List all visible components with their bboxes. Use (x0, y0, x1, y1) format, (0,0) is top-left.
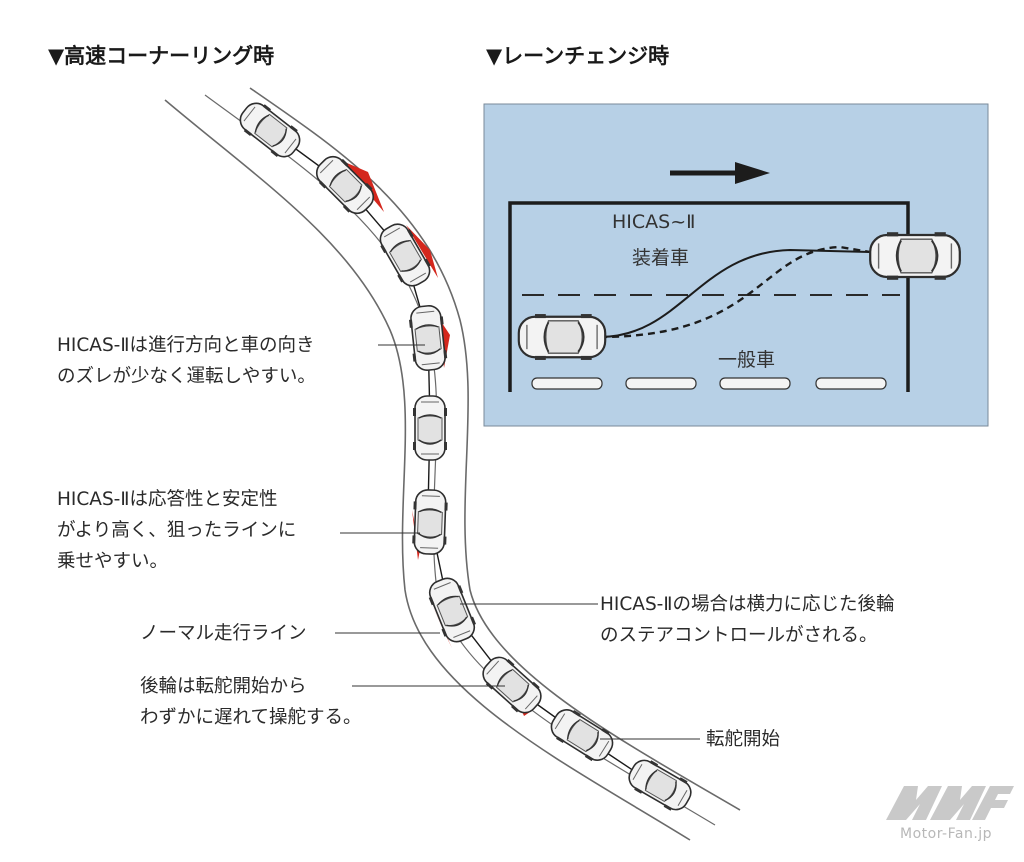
direction-arrow-head (735, 162, 770, 184)
annotation-hicas-case: HICAS-Ⅱの場合は横力に応じた後輪 のステアコントロールがされる。 (600, 589, 894, 651)
lane-road-border (508, 201, 910, 392)
car-icon (412, 395, 448, 461)
lane-marks (531, 377, 887, 390)
car-icon (411, 488, 449, 556)
heading-cornering: ▼高速コーナーリング時 (48, 44, 275, 68)
lane-label-hicas: HICAS~Ⅱ (612, 211, 696, 233)
heading-lane-change: ▼レーンチェンジ時 (486, 44, 670, 68)
road-edge-left (164, 99, 691, 841)
lane-mark (625, 377, 697, 390)
hicas-path (599, 248, 871, 338)
annotation-line: HICAS-Ⅱは進行方向と車の向き (57, 335, 315, 356)
annotation-line: がより高く、狙ったラインに (57, 520, 297, 541)
car-icon (423, 573, 481, 647)
annotation-direction: HICAS-Ⅱは進行方向と車の向き のズレが少なく運転しやすい。 (57, 330, 316, 392)
annotation-line: 乗せやすい。 (57, 551, 169, 572)
annotation-response: HICAS-Ⅱは応答性と安定性 がより高く、狙ったラインに 乗せやすい。 (57, 484, 296, 577)
leader-lines (335, 344, 700, 740)
driving-path-line (269, 129, 656, 786)
car-icon (869, 231, 961, 281)
annotation-line: のズレが少なく運転しやすい。 (57, 366, 316, 387)
annotation-line: HICAS-Ⅱの場合は横力に応じた後輪 (600, 594, 895, 615)
car-icon (406, 303, 450, 373)
road-edge-right (249, 87, 741, 811)
car-icon (233, 96, 307, 164)
lane-label-equipped: 装着車 (632, 247, 690, 269)
lane-mark (815, 377, 887, 390)
normal-car-path (599, 245, 871, 339)
annotation-line: HICAS-Ⅱは応答性と安定性 (57, 489, 278, 510)
motor-fan-logo-icon (886, 786, 1014, 820)
car-icon (517, 312, 607, 362)
annotation-normal-line: ノーマル走行ライン (140, 623, 307, 644)
annotation-line: 後輪は転舵開始から (140, 676, 307, 697)
annotation-line: のステアコントロールがされる。 (600, 625, 878, 646)
lane-change-panel (483, 103, 989, 427)
annotation-rear-delay: 後輪は転舵開始から わずかに遅れて操舵する。 (140, 671, 361, 733)
watermark-text: Motor-Fan.jp (900, 826, 993, 842)
lane-mark (531, 377, 603, 390)
annotation-line: わずかに遅れて操舵する。 (140, 707, 362, 728)
lane-mark (719, 377, 791, 390)
annotation-steer-start: 転舵開始 (706, 729, 781, 750)
lane-label-normal-car: 一般車 (718, 349, 776, 371)
